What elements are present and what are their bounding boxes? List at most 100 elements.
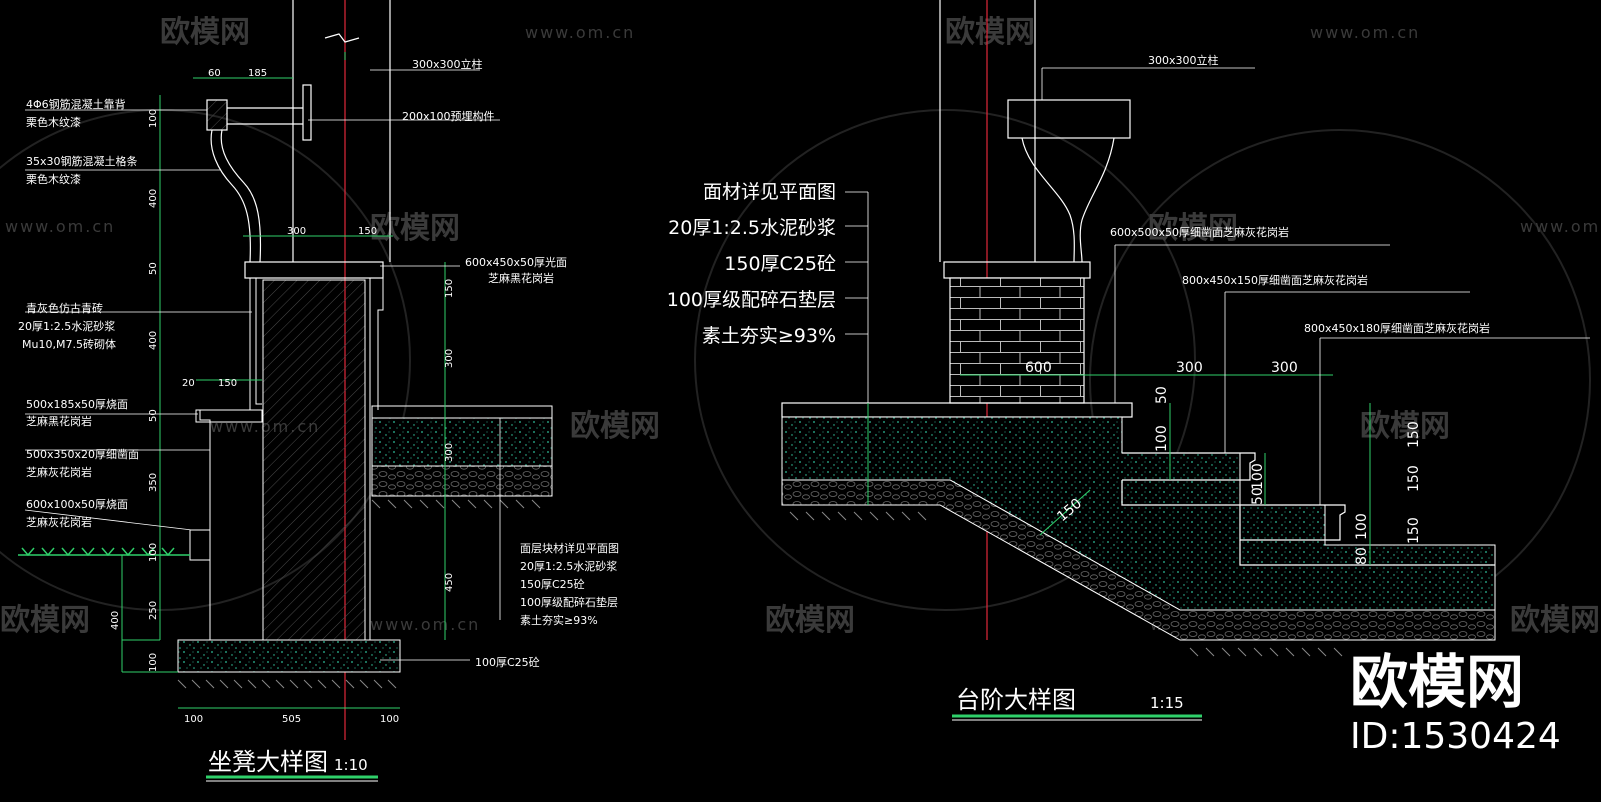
dim-50: 50 <box>1154 386 1170 404</box>
label-brick-1: 青灰色仿古青砖 <box>26 301 103 315</box>
dim-20: 20 <box>182 378 195 389</box>
model-id: ID:1530424 <box>1350 716 1561 757</box>
bench-detail-title: 坐凳大样图 <box>208 748 328 776</box>
bench-section-drawing: 300x300立柱 200x100预埋构件 4Φ6钢筋混凝土靠背 栗色木纹漆 3… <box>18 0 619 782</box>
dim-400: 400 <box>148 189 159 208</box>
watermark-brand: 欧模网 <box>1360 409 1450 444</box>
label-embed: 200x100预埋构件 <box>402 109 495 123</box>
dim-100: 100 <box>148 543 159 562</box>
dim-300: 300 <box>1271 360 1298 376</box>
label-layer-4: 100厚级配碎石垫层 <box>520 595 618 609</box>
watermark-brand: 欧模网 <box>0 603 90 638</box>
soil-hatch <box>177 499 541 689</box>
dim-100: 100 <box>1250 463 1266 490</box>
watermark-brand: 欧模网 <box>570 409 660 444</box>
gravel-base <box>781 479 1496 641</box>
concrete-bed <box>781 416 1496 611</box>
dimension-lines-right <box>867 374 1371 565</box>
label-slat-2: 栗色木纹漆 <box>26 172 81 186</box>
watermark-url: www.om.cn <box>525 23 635 42</box>
step-section-drawing: 300x300立柱 600x500x50厚细凿面芝麻灰花岗岩 800x450x1… <box>667 0 1590 721</box>
post-outline <box>292 0 391 262</box>
label-cap-1: 500x185x50厚烧面 <box>26 398 128 411</box>
dim-450: 450 <box>444 573 455 592</box>
dim-300: 300 <box>444 349 455 368</box>
dim-300: 300 <box>287 226 306 237</box>
dim-100: 100 <box>1154 425 1170 452</box>
dim-80: 80 <box>1354 547 1370 565</box>
label-seat-top-1: 600x450x50厚光面 <box>465 255 567 269</box>
dim-400: 400 <box>148 331 159 350</box>
label-post: 300x300立柱 <box>1148 53 1219 67</box>
label-layer-3: 150厚C25砼 <box>724 253 836 275</box>
label-post: 300x300立柱 <box>412 57 483 71</box>
label-footing: 100厚C25砼 <box>475 656 540 669</box>
label-base-2: 芝麻灰花岗岩 <box>26 515 92 529</box>
label-layer-2: 20厚1:2.5水泥砂浆 <box>668 217 836 239</box>
label-layer-1: 面材详见平面图 <box>703 181 836 203</box>
dim-150: 150 <box>358 226 377 237</box>
dim-50: 50 <box>1250 487 1266 505</box>
label-stone-1: 600x500x50厚细凿面芝麻灰花岗岩 <box>1110 225 1289 239</box>
label-layer-3: 150厚C25砼 <box>520 578 585 591</box>
watermark-brand: 欧模网 <box>160 15 250 50</box>
seat-top-slab <box>244 261 384 279</box>
dim-100: 100 <box>380 714 399 725</box>
leader-lines-left <box>24 69 501 661</box>
dim-300: 300 <box>1176 360 1203 376</box>
dim-100: 100 <box>1354 513 1370 540</box>
dim-185: 185 <box>248 68 267 79</box>
bench-detail-scale: 1:10 <box>334 756 368 774</box>
post-outline <box>939 0 1131 263</box>
watermark-brand: 欧模网 <box>1510 603 1600 638</box>
footing <box>177 639 401 673</box>
watermark-brand: 欧模网 <box>765 603 855 638</box>
dim-100: 100 <box>184 714 203 725</box>
dim-50: 50 <box>148 262 159 275</box>
label-stone-3: 800x450x180厚细凿面芝麻灰花岗岩 <box>1304 321 1490 335</box>
backrest <box>206 84 312 263</box>
top-landing-slab <box>781 402 1133 418</box>
label-seat-top-2: 芝麻黑花岗岩 <box>488 271 554 285</box>
step-detail-title: 台阶大样图 <box>956 686 1076 714</box>
watermark-url: www.om.cn <box>370 615 480 634</box>
dim-150: 150 <box>218 378 237 389</box>
dim-150: 150 <box>1406 421 1422 448</box>
label-base-1: 600x100x50厚烧面 <box>26 498 128 511</box>
watermark-brand: 欧模网 <box>1148 211 1238 246</box>
label-layer-4: 100厚级配碎石垫层 <box>667 289 836 311</box>
label-slat-1: 35x30钢筋混凝土格条 <box>26 154 138 168</box>
watermark-url: www.om.cn <box>5 217 115 236</box>
dim-150: 150 <box>1406 465 1422 492</box>
label-brick-3: Mu10,M7.5砖砌体 <box>22 337 116 351</box>
label-layer-5: 素土夯实≥93% <box>702 325 836 347</box>
step-detail-scale: 1:15 <box>1150 694 1184 712</box>
label-cladding-2: 芝麻灰花岗岩 <box>26 465 92 479</box>
label-layer-1: 面层块材详见平面图 <box>520 541 619 555</box>
label-backrest-2: 栗色木纹漆 <box>26 115 81 129</box>
dim-60: 60 <box>208 68 221 79</box>
brick-core <box>262 279 366 641</box>
dim-505: 505 <box>282 714 301 725</box>
dim-150: 150 <box>444 279 455 298</box>
dim-100: 100 <box>148 653 159 672</box>
dim-600: 600 <box>1025 360 1052 376</box>
pier-cap <box>943 261 1091 279</box>
watermark-url: www.om.cn <box>1310 23 1420 42</box>
grass-line <box>18 547 190 557</box>
watermark-brand: 欧模网 <box>370 211 460 246</box>
watermark-url: www.om.cn <box>1520 217 1601 236</box>
dimension-lines-left <box>121 52 446 709</box>
brick-pier <box>949 277 1085 404</box>
dim-250: 250 <box>148 601 159 620</box>
dim-400: 400 <box>110 611 121 630</box>
label-layer-5: 素土夯实≥93% <box>520 613 598 627</box>
watermark-brand: 欧模网 <box>945 15 1035 50</box>
step-stones <box>1121 452 1495 566</box>
brand-logo-text: 欧模网 <box>1350 648 1524 716</box>
dim-100: 100 <box>148 109 159 128</box>
dim-150: 150 <box>1406 517 1422 544</box>
dim-350: 350 <box>148 473 159 492</box>
label-layer-2: 20厚1:2.5水泥砂浆 <box>520 559 617 573</box>
